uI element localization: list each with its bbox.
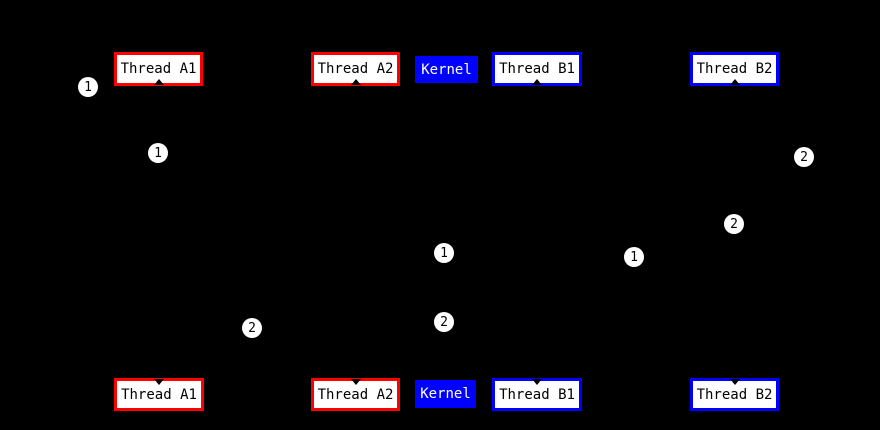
node-thread-b2-bottom: Thread B2	[690, 378, 779, 411]
node-kernel-bottom-label: Kernel	[420, 386, 471, 402]
edge-arrowhead	[350, 379, 361, 385]
step-marker-2-label: 2	[248, 320, 256, 336]
node-kernel-top-label: Kernel	[421, 61, 472, 78]
edge-arrowhead	[153, 79, 164, 85]
step-marker-2: 2	[434, 312, 454, 332]
edge-arrowhead	[350, 79, 361, 85]
step-marker-2-label: 2	[800, 149, 808, 165]
node-thread-b1-top-label: Thread B1	[499, 61, 575, 77]
step-marker-1: 1	[434, 243, 454, 263]
step-marker-1-label: 1	[84, 79, 92, 95]
edge-arrowhead	[729, 79, 740, 85]
node-thread-a2-bottom-label: Thread A2	[317, 386, 394, 403]
node-thread-a1-bottom-label: Thread A1	[121, 386, 197, 403]
node-thread-a2-bottom: Thread A2	[311, 378, 400, 411]
edge-arrowhead	[729, 379, 740, 385]
node-thread-b1-top: Thread B1	[492, 52, 582, 86]
step-marker-2-label: 2	[730, 216, 738, 232]
step-marker-1: 1	[624, 247, 644, 267]
node-kernel-top: Kernel	[415, 56, 478, 83]
node-kernel-bottom: Kernel	[415, 380, 476, 408]
node-thread-a2-top: Thread A2	[311, 52, 400, 86]
node-thread-b1-bottom-label: Thread B1	[499, 386, 575, 403]
step-marker-2: 2	[242, 318, 262, 338]
step-marker-1: 1	[148, 143, 168, 163]
node-thread-a2-top-label: Thread A2	[317, 61, 394, 77]
step-marker-2-label: 2	[440, 314, 448, 330]
step-marker-1: 1	[78, 77, 98, 97]
step-marker-2: 2	[794, 147, 814, 167]
node-thread-b2-top-label: Thread B2	[696, 61, 773, 77]
edge-arrowhead	[154, 379, 164, 385]
step-marker-2: 2	[724, 214, 744, 234]
step-marker-1-label: 1	[440, 245, 448, 261]
step-marker-1-label: 1	[630, 249, 638, 265]
node-thread-a1-top: Thread A1	[114, 52, 203, 86]
node-thread-b1-bottom: Thread B1	[492, 378, 582, 411]
node-thread-b2-bottom-label: Thread B2	[696, 386, 773, 403]
node-thread-b2-top: Thread B2	[690, 52, 779, 86]
edge-arrowhead	[532, 379, 542, 385]
node-thread-a1-top-label: Thread A1	[120, 61, 197, 77]
step-marker-1-label: 1	[154, 145, 162, 161]
edge-arrowhead	[532, 79, 542, 85]
node-thread-a1-bottom: Thread A1	[114, 378, 204, 411]
